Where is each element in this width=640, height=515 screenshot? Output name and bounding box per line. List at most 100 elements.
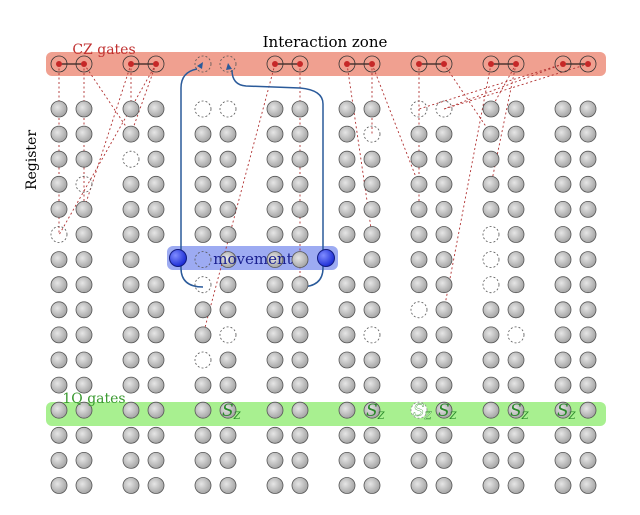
register-atom	[579, 150, 597, 168]
register-atom	[75, 401, 93, 419]
vacated-site	[194, 351, 212, 369]
cz-atom	[585, 61, 591, 67]
register-atom	[122, 351, 140, 369]
register-atom	[147, 150, 165, 168]
register-atom	[194, 451, 212, 469]
vacated-site	[194, 276, 212, 294]
register-atom	[50, 451, 68, 469]
register-atom	[291, 401, 309, 419]
register-atom	[219, 125, 237, 143]
register-atom	[554, 251, 572, 269]
register-atom	[579, 276, 597, 294]
register-atom	[482, 200, 500, 218]
register-atom	[554, 326, 572, 344]
register-atom	[410, 150, 428, 168]
register-atom	[482, 125, 500, 143]
register-atom	[338, 401, 356, 419]
cz-atom	[153, 61, 159, 67]
register-atom	[50, 326, 68, 344]
register-atom	[266, 451, 284, 469]
cz-atom	[488, 61, 494, 67]
trap-ring	[507, 55, 525, 73]
register-atom	[435, 251, 453, 269]
register-atom	[338, 175, 356, 193]
register-atom	[147, 301, 165, 319]
register-atom	[50, 175, 68, 193]
register-atom	[338, 477, 356, 494]
register-atom	[363, 426, 381, 444]
register-atom	[122, 175, 140, 193]
register-atom	[507, 401, 525, 419]
register-atom	[410, 125, 428, 143]
register-atom	[507, 301, 525, 319]
register-atom	[266, 276, 284, 294]
register-atom	[579, 200, 597, 218]
register-atom	[219, 150, 237, 168]
register-atom	[291, 100, 309, 118]
register-atom	[75, 125, 93, 143]
trap-ring	[50, 55, 68, 73]
register-atom	[194, 301, 212, 319]
register-atom	[507, 376, 525, 394]
register-atom	[147, 276, 165, 294]
register-atom	[291, 351, 309, 369]
register-atom	[338, 125, 356, 143]
register-atom	[363, 301, 381, 319]
movement-label: movement	[213, 250, 292, 268]
register-atom	[266, 477, 284, 494]
dotted-link	[58, 63, 157, 236]
register-atom	[50, 351, 68, 369]
register-atom	[579, 125, 597, 143]
register-atom	[410, 451, 428, 469]
register-atom	[219, 451, 237, 469]
register-atom	[50, 477, 68, 494]
movement-atom	[169, 249, 187, 267]
register-atom	[435, 351, 453, 369]
register-atom	[363, 175, 381, 193]
register-atom	[410, 376, 428, 394]
register-atom	[147, 376, 165, 394]
register-atom	[363, 150, 381, 168]
register-atom	[338, 376, 356, 394]
register-atom	[363, 276, 381, 294]
register-atom	[507, 150, 525, 168]
register-atom	[266, 226, 284, 243]
vacated-site	[363, 125, 381, 143]
trap-ring	[75, 55, 93, 73]
register-atom	[482, 426, 500, 444]
register-atom	[291, 150, 309, 168]
register-atom	[435, 200, 453, 218]
register-atom	[219, 426, 237, 444]
register-atom	[122, 401, 140, 419]
register-atom	[507, 200, 525, 218]
register-atom	[363, 451, 381, 469]
register-atom	[507, 226, 525, 243]
register-atom	[554, 200, 572, 218]
trap-ring	[363, 55, 381, 73]
register-atom	[194, 426, 212, 444]
register-atom	[122, 326, 140, 344]
register-atom	[194, 175, 212, 193]
register-atom	[122, 451, 140, 469]
sz-gate-label: SZ	[438, 401, 458, 422]
register-atom	[75, 150, 93, 168]
register-atom	[338, 426, 356, 444]
register-atom	[291, 451, 309, 469]
register-atom	[75, 100, 93, 118]
register-atom	[435, 175, 453, 193]
register-atom	[266, 100, 284, 118]
oneq-gate-zone	[46, 402, 606, 426]
register-atom	[50, 150, 68, 168]
register-atom	[291, 251, 309, 269]
trap-ring	[338, 55, 356, 73]
register-atom	[75, 351, 93, 369]
dotted-link	[443, 63, 492, 135]
vacated-site	[410, 100, 428, 118]
register-atom	[363, 251, 381, 269]
sz-gate-label: SZ	[413, 401, 433, 422]
register-atom	[554, 451, 572, 469]
register-atom	[579, 451, 597, 469]
cz-atom	[81, 61, 87, 67]
register-atom	[338, 301, 356, 319]
register-atom	[147, 477, 165, 494]
